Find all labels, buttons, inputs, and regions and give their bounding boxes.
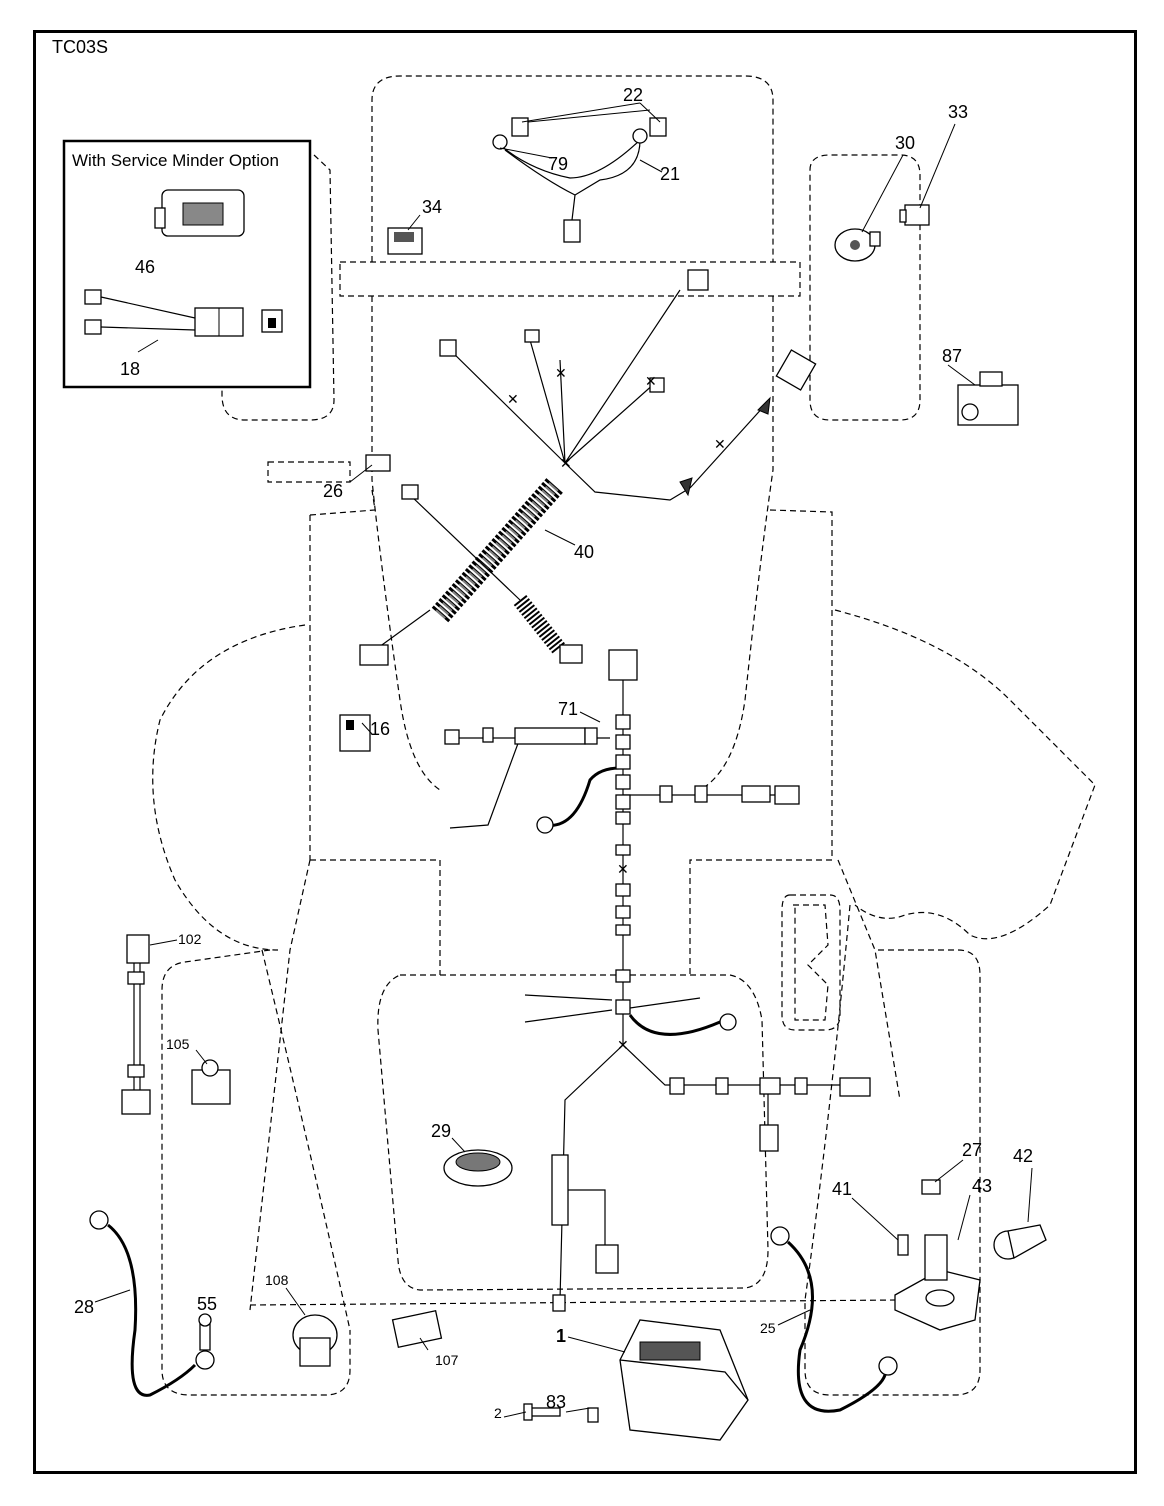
switch-part-33	[899, 204, 930, 226]
solenoid-part-87	[957, 371, 1019, 426]
starter-solenoid-assembly-part-43	[894, 1234, 981, 1331]
callout-83: 83	[546, 1392, 566, 1412]
main-harness-part-40: ✕ ✕ ✕ ✕ ✕	[359, 269, 817, 666]
callout-29: 29	[431, 1121, 451, 1141]
callout-30: 30	[895, 133, 915, 153]
bolt-part-55	[198, 1313, 212, 1351]
service-minder-option-box: With Service Minder Option	[62, 139, 312, 389]
svg-text:✕: ✕	[714, 436, 726, 452]
headlight-harness-parts-21-22-79	[492, 109, 667, 243]
leader-lines	[94, 102, 1033, 1418]
ignition-switch-part-30	[834, 228, 881, 262]
battery-cable-part-28	[89, 1210, 215, 1397]
callout-107: 107	[435, 1352, 459, 1368]
callout-34: 34	[422, 197, 442, 217]
callout-41: 41	[832, 1179, 852, 1199]
callout-18: 18	[120, 359, 140, 379]
callout-26: 26	[323, 481, 343, 501]
diagram-frame	[33, 30, 1137, 1474]
part-29	[443, 1149, 513, 1187]
callout-87: 87	[942, 346, 962, 366]
fuse-part-26	[365, 454, 391, 472]
hour-meter-part-46	[154, 189, 245, 237]
option-box-title: With Service Minder Option	[72, 151, 279, 170]
callout-21: 21	[660, 164, 680, 184]
callout-33: 33	[948, 102, 968, 122]
callout-71: 71	[558, 699, 578, 719]
battery-cable-part-25	[770, 1226, 898, 1413]
callout-2: 2	[494, 1405, 502, 1421]
svg-text:✕: ✕	[560, 455, 572, 471]
bolt-part-41	[897, 1234, 909, 1256]
callout-102: 102	[178, 931, 202, 947]
callout-55: 55	[197, 1294, 217, 1314]
harness-part-102	[121, 934, 151, 1115]
battery-part-1	[619, 1319, 749, 1441]
callout-25: 25	[760, 1320, 776, 1336]
minder-harness-part-18	[84, 289, 283, 337]
diagram-code: TC03S	[52, 37, 108, 57]
callout-22: 22	[623, 85, 643, 105]
callout-1: 1	[556, 1326, 566, 1346]
nut-part-27	[921, 1179, 941, 1195]
svg-text:✕: ✕	[645, 373, 657, 389]
part-107	[391, 1309, 443, 1349]
boot-part-42	[993, 1224, 1047, 1260]
callout-108: 108	[265, 1272, 289, 1288]
callout-40: 40	[574, 542, 594, 562]
callout-79: 79	[548, 154, 568, 174]
switch-part-34	[387, 227, 423, 255]
callout-43: 43	[972, 1176, 992, 1196]
svg-text:✕: ✕	[617, 861, 629, 877]
callout-105: 105	[166, 1036, 190, 1052]
harness-part-71: ✕ ✕	[444, 649, 871, 1312]
part-105	[191, 1059, 231, 1105]
part-108	[292, 1314, 338, 1367]
svg-text:✕: ✕	[507, 391, 519, 407]
callout-27: 27	[962, 1140, 982, 1160]
callout-labels: 22 79 21 30 33 34 46 18 87 26 40 71 16 1…	[74, 85, 1033, 1421]
nut-part-83	[587, 1407, 599, 1423]
svg-text:✕: ✕	[617, 1037, 629, 1053]
svg-text:✕: ✕	[555, 365, 567, 381]
callout-42: 42	[1013, 1146, 1033, 1166]
relay-part-16	[339, 714, 371, 752]
callout-28: 28	[74, 1297, 94, 1317]
tractor-outline	[152, 75, 1096, 1396]
callout-16: 16	[370, 719, 390, 739]
callout-46: 46	[135, 257, 155, 277]
